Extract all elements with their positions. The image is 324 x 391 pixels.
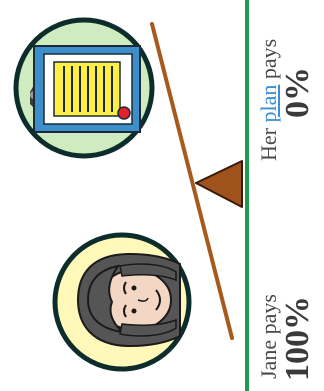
fulcrum-triangle xyxy=(195,160,243,208)
plan-link[interactable]: plan xyxy=(256,84,281,123)
plan-percent: 0% xyxy=(279,67,316,118)
balance-beam xyxy=(150,22,234,340)
insurance-document-icon xyxy=(30,45,141,133)
plan-label-prefix: Her xyxy=(256,128,281,161)
jane-circle xyxy=(52,232,192,372)
plan-circle xyxy=(13,17,155,159)
divider-line xyxy=(245,0,249,391)
plan-label-suffix: pays xyxy=(256,38,281,80)
woman-avatar-icon xyxy=(76,252,181,348)
jane-percent: 100% xyxy=(279,296,316,381)
